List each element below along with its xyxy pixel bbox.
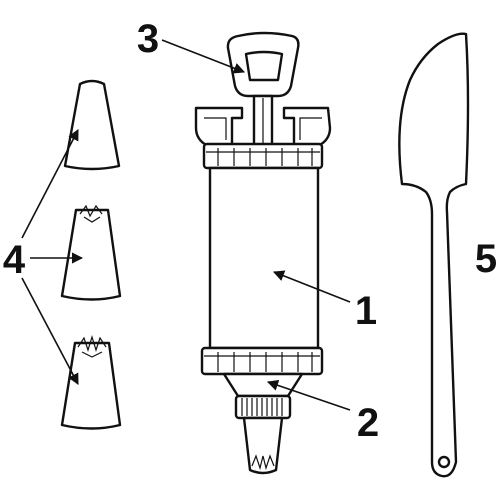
label-spatula: 5 — [475, 237, 497, 281]
decorating-tip-plain — [63, 79, 121, 171]
label-nozzle: 2 — [357, 401, 379, 445]
label-barrel: 1 — [355, 289, 377, 333]
plunger-handle — [226, 31, 300, 148]
pointer-3 — [161, 39, 246, 74]
plunger-grips — [194, 106, 332, 148]
pointer-4-top — [21, 129, 79, 239]
label-decorating-tips: 4 — [3, 238, 26, 282]
spatula — [398, 32, 470, 478]
nozzle — [222, 372, 304, 475]
barrel — [200, 142, 324, 376]
pointer-4-bottom — [21, 277, 79, 385]
pointer-2 — [266, 379, 351, 411]
label-plunger-handle: 3 — [137, 17, 159, 61]
decorating-tip-star-large — [60, 334, 122, 430]
pointer-1 — [272, 270, 351, 303]
decorating-tip-star-small — [60, 204, 122, 301]
